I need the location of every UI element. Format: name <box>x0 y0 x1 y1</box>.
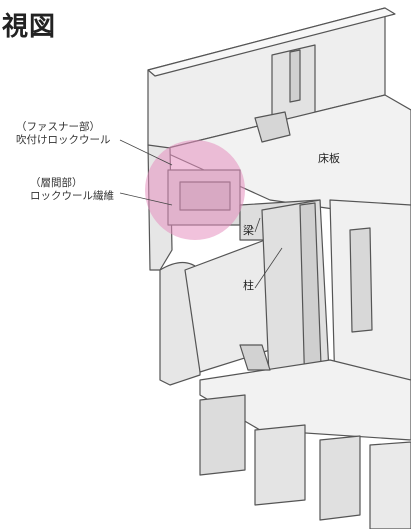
callout-gap: （層間部） ロックウール繊維 <box>30 177 114 203</box>
callout-fastener-line2: 吹付けロックウール <box>16 134 111 146</box>
callout-gap-line1: （層間部） <box>30 177 83 189</box>
callout-fastener-line1: （ファスナー部） <box>16 121 100 133</box>
label-column: 柱 <box>243 279 254 292</box>
callout-gap-line2: ロックウール繊維 <box>30 190 114 202</box>
highlight-circle <box>145 140 245 240</box>
page-title: 視図 <box>2 12 57 42</box>
label-beam: 梁 <box>243 224 254 237</box>
lower-floor-slab <box>199 359 411 441</box>
label-floor-slab: 床板 <box>318 152 340 165</box>
callout-fastener: （ファスナー部） 吹付けロックウール <box>16 121 111 147</box>
upper-wall-top <box>147 7 396 77</box>
lower-column <box>199 394 246 476</box>
